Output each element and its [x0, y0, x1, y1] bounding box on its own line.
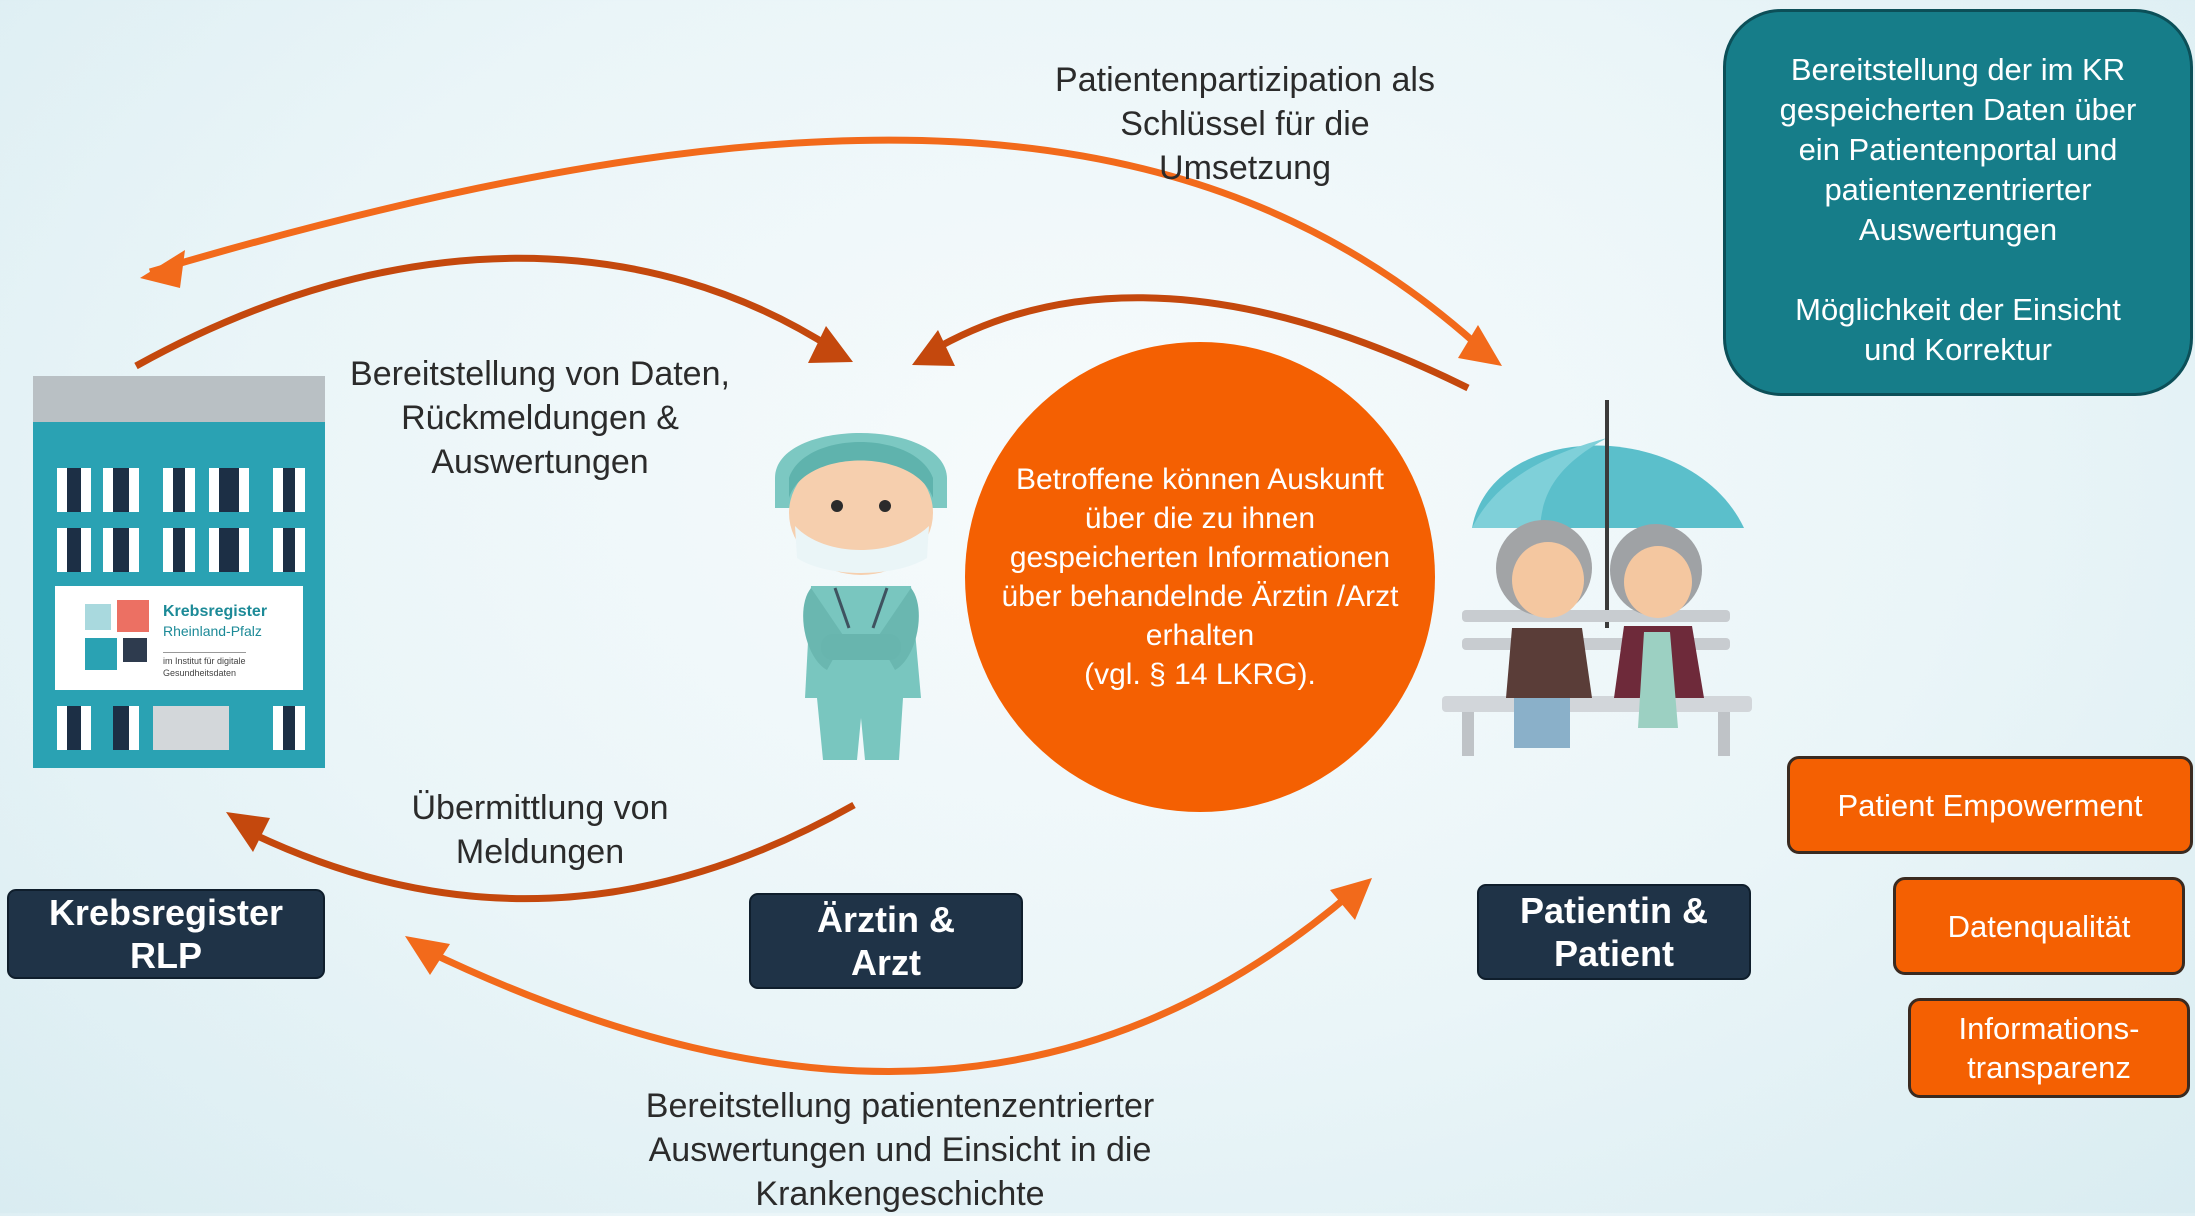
arrowhead-patient-doctor	[912, 330, 955, 366]
elderly-couple-icon	[1442, 400, 1752, 756]
left-arrow-text: Bereitstellung von Daten, Rückmeldungen …	[350, 355, 730, 481]
registry-label: Krebsregister RLP	[7, 889, 325, 979]
arrow-patient-doctor	[928, 294, 1470, 392]
patient-label: Patientin & Patient	[1477, 884, 1751, 980]
goal-data-quality: Datenqualität	[1893, 877, 2185, 975]
building-icon	[33, 376, 325, 768]
portal-info-text: Bereitstellung der im KR gespeicherten D…	[1779, 52, 2137, 247]
arrowhead-top-outer-left	[140, 250, 185, 288]
arrow-doctor-registry	[243, 801, 856, 903]
top-arrow-text: Patientenpartizipation als Schlüssel für…	[1055, 61, 1435, 187]
arrow-registry-doctor	[134, 254, 837, 370]
doctor-label: Ärztin & Arzt	[749, 893, 1023, 989]
portal-info-box: Bereitstellung der im KR gespeicherten D…	[1723, 9, 2193, 396]
arrow-top-outer	[149, 136, 1488, 355]
arrowhead-doctor-registry	[226, 812, 270, 852]
bottom-arrow-text: Bereitstellung patientenzentrierter Ausw…	[645, 1087, 1155, 1213]
center-info-circle: Betroffene können Auskunft über die zu i…	[965, 342, 1435, 812]
arrow-bottom-outer	[423, 887, 1358, 1075]
arrowhead-top-outer-right	[1458, 325, 1502, 366]
arrowhead-bottom-outer-left	[405, 936, 450, 975]
bottom-left-arrow-text: Übermittlung von Meldungen	[411, 789, 669, 871]
doctor-icon	[775, 433, 947, 760]
logo-name: Krebsregister	[163, 603, 268, 620]
portal-correction-text: Möglichkeit der Einsicht und Korrektur	[1795, 292, 2121, 367]
logo-region: Rheinland-Pfalz	[163, 623, 262, 639]
goal-patient-empowerment: Patient Empowerment	[1787, 756, 2193, 854]
arrowhead-bottom-outer-right	[1330, 878, 1372, 920]
arrowhead-registry-doctor	[808, 326, 853, 363]
goal-information-transparency: Informations- transparenz	[1908, 998, 2190, 1098]
umbrella-icon	[1472, 400, 1744, 628]
logo-institute: im Institut für digitale Gesundheitsdate…	[163, 652, 246, 679]
